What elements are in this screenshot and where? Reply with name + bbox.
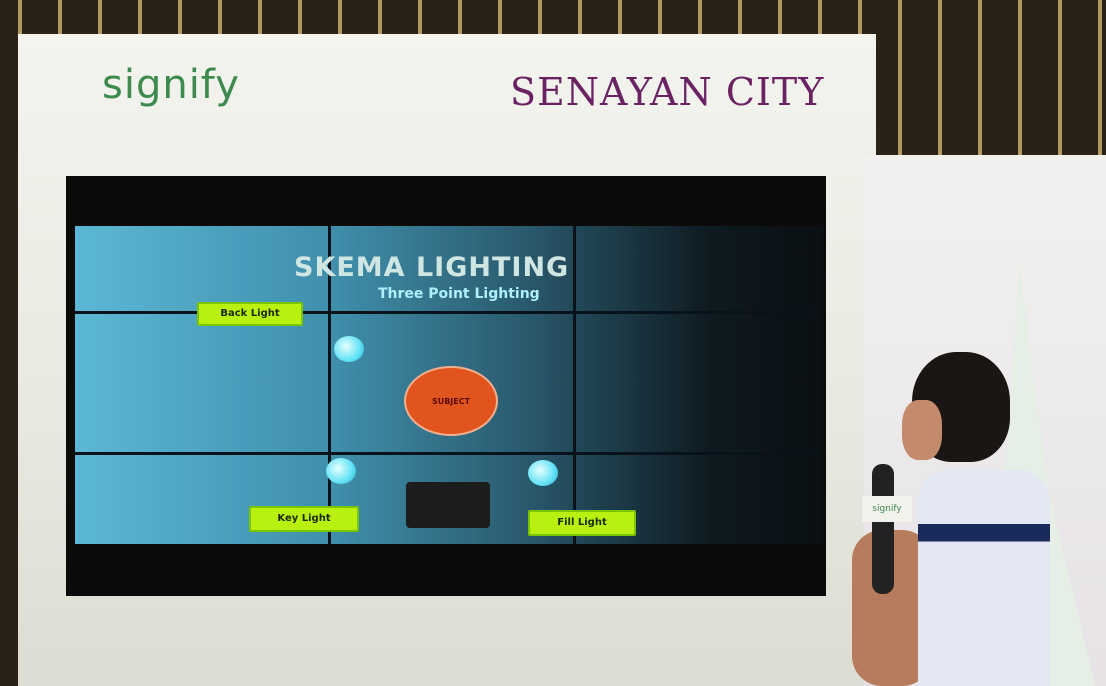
camera-icon <box>406 482 490 528</box>
back-light-bulb-icon <box>334 336 364 362</box>
slide-subtitle: Three Point Lighting <box>378 286 540 302</box>
subject-circle: SUBJECT <box>404 366 498 436</box>
bezel-line <box>328 226 331 544</box>
fill-light-label: Fill Light <box>528 510 636 536</box>
back-light-label: Back Light <box>197 302 303 326</box>
bezel-line <box>573 226 576 544</box>
slide-title: SKEMA LIGHTING <box>294 252 570 283</box>
presenter-shirt <box>918 470 1050 686</box>
fill-light-bulb-icon <box>528 460 558 486</box>
microphone-icon <box>872 464 894 594</box>
senayan-city-logo: SENAYAN CITY <box>510 70 825 114</box>
bezel-line <box>75 452 823 455</box>
bezel-line <box>75 311 823 314</box>
key-light-bulb-icon <box>326 458 356 484</box>
key-light-label: Key Light <box>249 506 359 532</box>
mic-flag: signify <box>862 496 912 522</box>
presenter-face <box>902 400 942 460</box>
signify-logo: signify <box>102 62 240 108</box>
